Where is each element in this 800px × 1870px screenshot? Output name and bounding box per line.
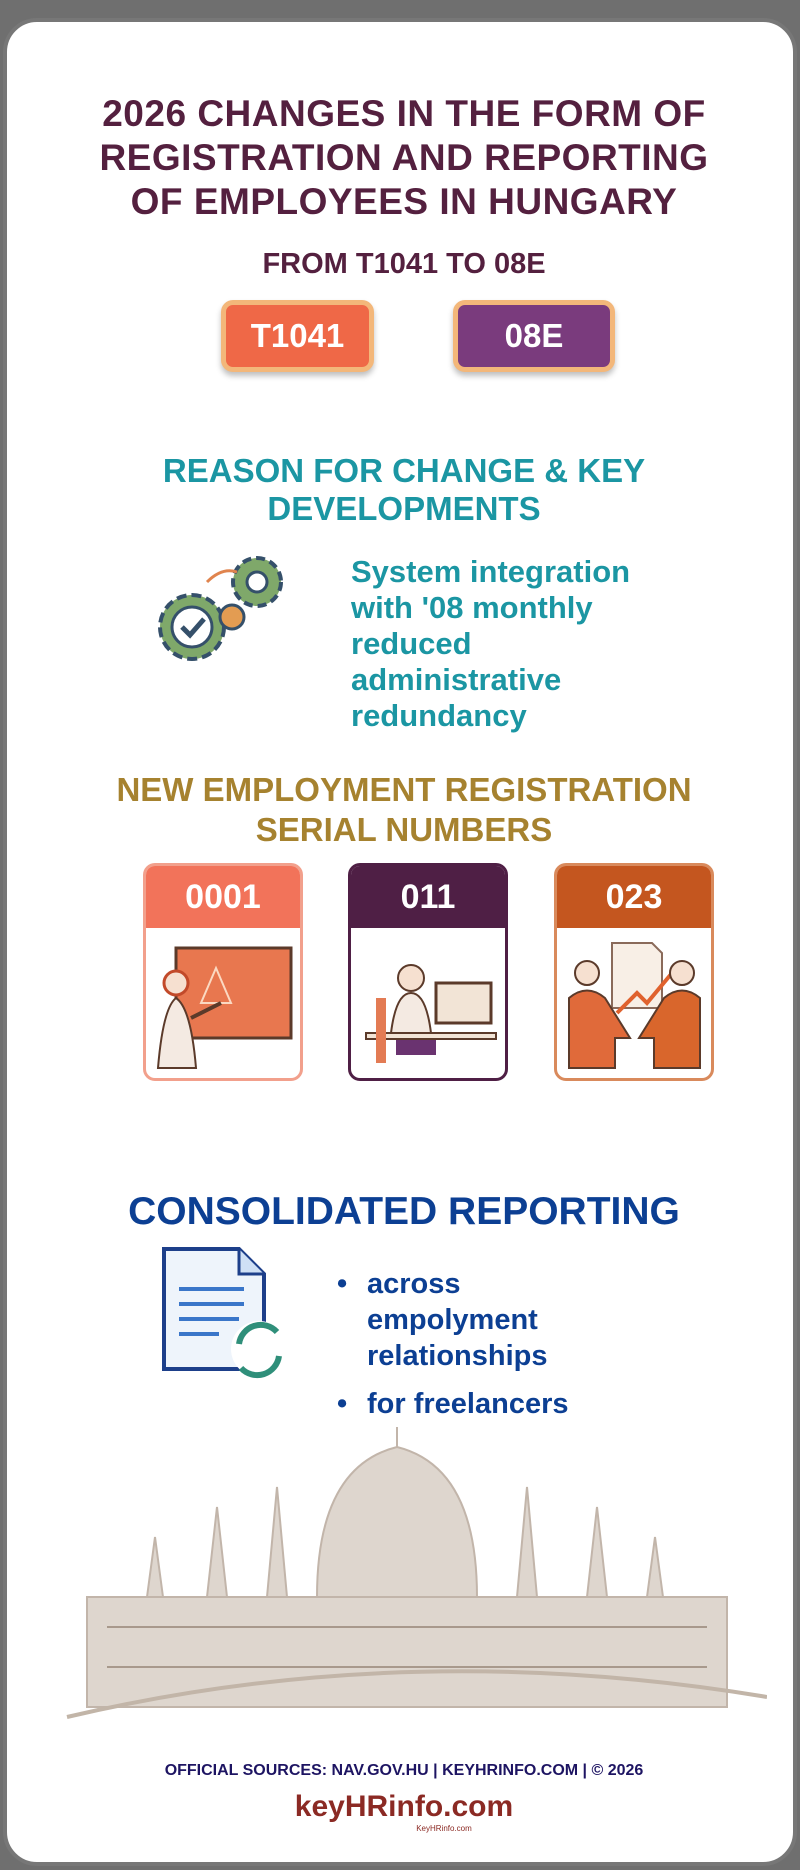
- heading-line: REASON FOR CHANGE & KEY: [162, 452, 646, 489]
- teacher-icon: [156, 946, 293, 1069]
- reason-line: reduced: [351, 626, 472, 661]
- parliament-illustration: [66, 1427, 767, 1719]
- title-line: OF EMPLOYEES IN HUNGARY: [130, 181, 678, 222]
- consolidated-heading: CONSOLIDATED REPORTING: [128, 1190, 680, 1233]
- reason-line: administrative: [351, 662, 562, 697]
- serial-card-011: 011: [348, 863, 508, 1081]
- badge-t1041: T1041: [221, 300, 374, 372]
- keyhrinfo-logo: keyHRinfo.com KeyHRinfo.com: [7, 1790, 793, 1833]
- gears-check-icon: [158, 556, 283, 661]
- page-title: 2026 CHANGES IN THE FORM OF REGISTRATION…: [7, 92, 793, 224]
- office-worker-icon: [365, 964, 497, 1063]
- handshake-icon: [568, 942, 701, 1069]
- consolidated-bullets: across empolyment relationships for free…: [337, 1266, 569, 1434]
- serial-code: 023: [557, 866, 711, 928]
- serial-card-023: 023: [554, 863, 714, 1081]
- logo-subtext: KeyHRinfo.com: [416, 1824, 472, 1833]
- serial-code: 0001: [146, 866, 300, 928]
- reason-line: redundancy: [351, 698, 527, 733]
- badge-08e: 08E: [453, 300, 615, 372]
- infographic: 2026 CHANGES IN THE FORM OF REGISTRATION…: [3, 18, 797, 1866]
- reason-text: System integration with '08 monthly redu…: [351, 554, 630, 734]
- official-sources: OFFICIAL SOURCES: NAV.GOV.HU | KEYHRINFO…: [164, 1762, 644, 1779]
- serial-code: 011: [351, 866, 505, 928]
- reason-line: System integration: [351, 554, 631, 589]
- logo-text: keyHRinfo.com: [294, 1790, 514, 1823]
- title-line: 2026 CHANGES IN THE FORM OF: [102, 93, 706, 134]
- serials-heading: NEW EMPLOYMENT REGISTRATION SERIAL NUMBE…: [7, 770, 793, 850]
- reason-line: with '08 monthly: [351, 590, 593, 625]
- bullet-item: for freelancers: [337, 1386, 569, 1422]
- serial-card-0001: 0001: [143, 863, 303, 1081]
- bullet-item: across empolyment relationships: [337, 1266, 567, 1374]
- reason-heading: REASON FOR CHANGE & KEY DEVELOPMENTS: [7, 452, 793, 528]
- heading-line: NEW EMPLOYMENT REGISTRATION: [116, 771, 692, 808]
- heading-line: DEVELOPMENTS: [267, 490, 541, 527]
- title-line: REGISTRATION AND REPORTING: [99, 137, 709, 178]
- heading-line: SERIAL NUMBERS: [255, 811, 553, 848]
- subtitle: FROM T1041 TO 08E: [262, 248, 546, 280]
- document-sync-icon: [162, 1247, 287, 1379]
